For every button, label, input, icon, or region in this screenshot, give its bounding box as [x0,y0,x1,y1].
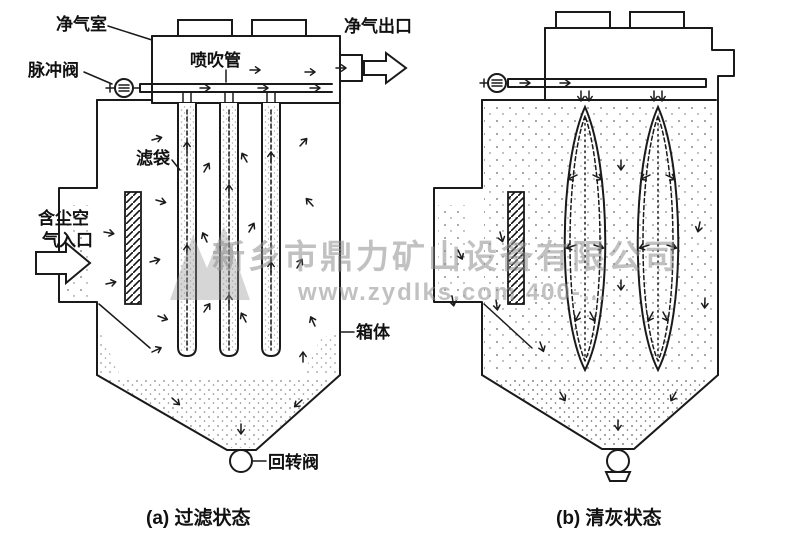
label-pulse-valve: 脉冲阀 [27,60,79,80]
right-wall-b [711,27,735,376]
left-wall-inlet-duct-a [58,99,98,376]
leader-clean-air-chamber [107,25,153,41]
hopper-dust-a [99,377,338,448]
roof-cap [251,19,307,37]
bag-nozzles-a [182,91,276,104]
caption-state-b: (b) 清灰状态 [556,506,662,529]
filter-bags-a [177,103,281,358]
watermark-contact: www.zydlks.com 400-… [297,279,608,306]
outlet-arrow-icon [363,51,408,85]
blow-pipe-b [507,78,707,88]
inlet-arrow-icon [35,240,92,286]
label-clean-air-chamber: 净气室 [56,14,107,34]
rotary-valve-b-icon [606,449,630,473]
watermark-logo-icon [170,226,250,300]
inlet-baffle-b [507,191,525,305]
outlet-stub-a [339,54,363,82]
hopper-dust-b [484,377,716,447]
label-filter-bag: 滤袋 [136,148,171,168]
label-rotary-valve: 回转阀 [268,452,319,472]
label-casing: 箱体 [356,322,391,342]
roof-cap [177,19,233,37]
inlet-baffle-a [124,191,142,305]
label-dusty-air-inlet-line2: 气入口 [41,230,93,250]
inlet-deflector-a [98,303,151,349]
wall-dust-a [99,330,120,375]
roof-cap [555,11,611,29]
inlet-dust-b [438,205,466,297]
left-wall-inlet-duct-b [433,99,483,376]
roof-cap [629,11,685,29]
rotary-valve-a-icon [229,449,253,473]
label-dusty-air-inlet-line1: 含尘空 [38,208,89,228]
leader-pulse-valve [83,71,113,85]
wall-dust-a2 [302,330,338,375]
valve-base-b [604,471,632,482]
watermark: 新乡市鼎力矿山设备有限公司 www.zydlks.com 400-… [170,226,680,306]
watermark-company: 新乡市鼎力矿山设备有限公司 [212,238,680,275]
pulse-valve-a-detail [105,83,141,93]
inflated-bags-b [563,104,680,373]
caption-state-a: (a) 过滤状态 [146,506,251,529]
leader-filter-bag [171,159,181,171]
labels: 净气室 净气出口 脉冲阀 喷吹管 滤袋 含尘空 气入口 箱体 回转阀 (a) 过… [27,14,662,529]
filter-unit-b [433,11,735,482]
pulse-valve-b-detail [479,78,503,88]
filter-unit-a [35,19,408,473]
blow-pipe-a [139,83,333,93]
label-blow-pipe: 喷吹管 [190,50,241,70]
label-clean-air-outlet: 净气出口 [344,16,412,36]
